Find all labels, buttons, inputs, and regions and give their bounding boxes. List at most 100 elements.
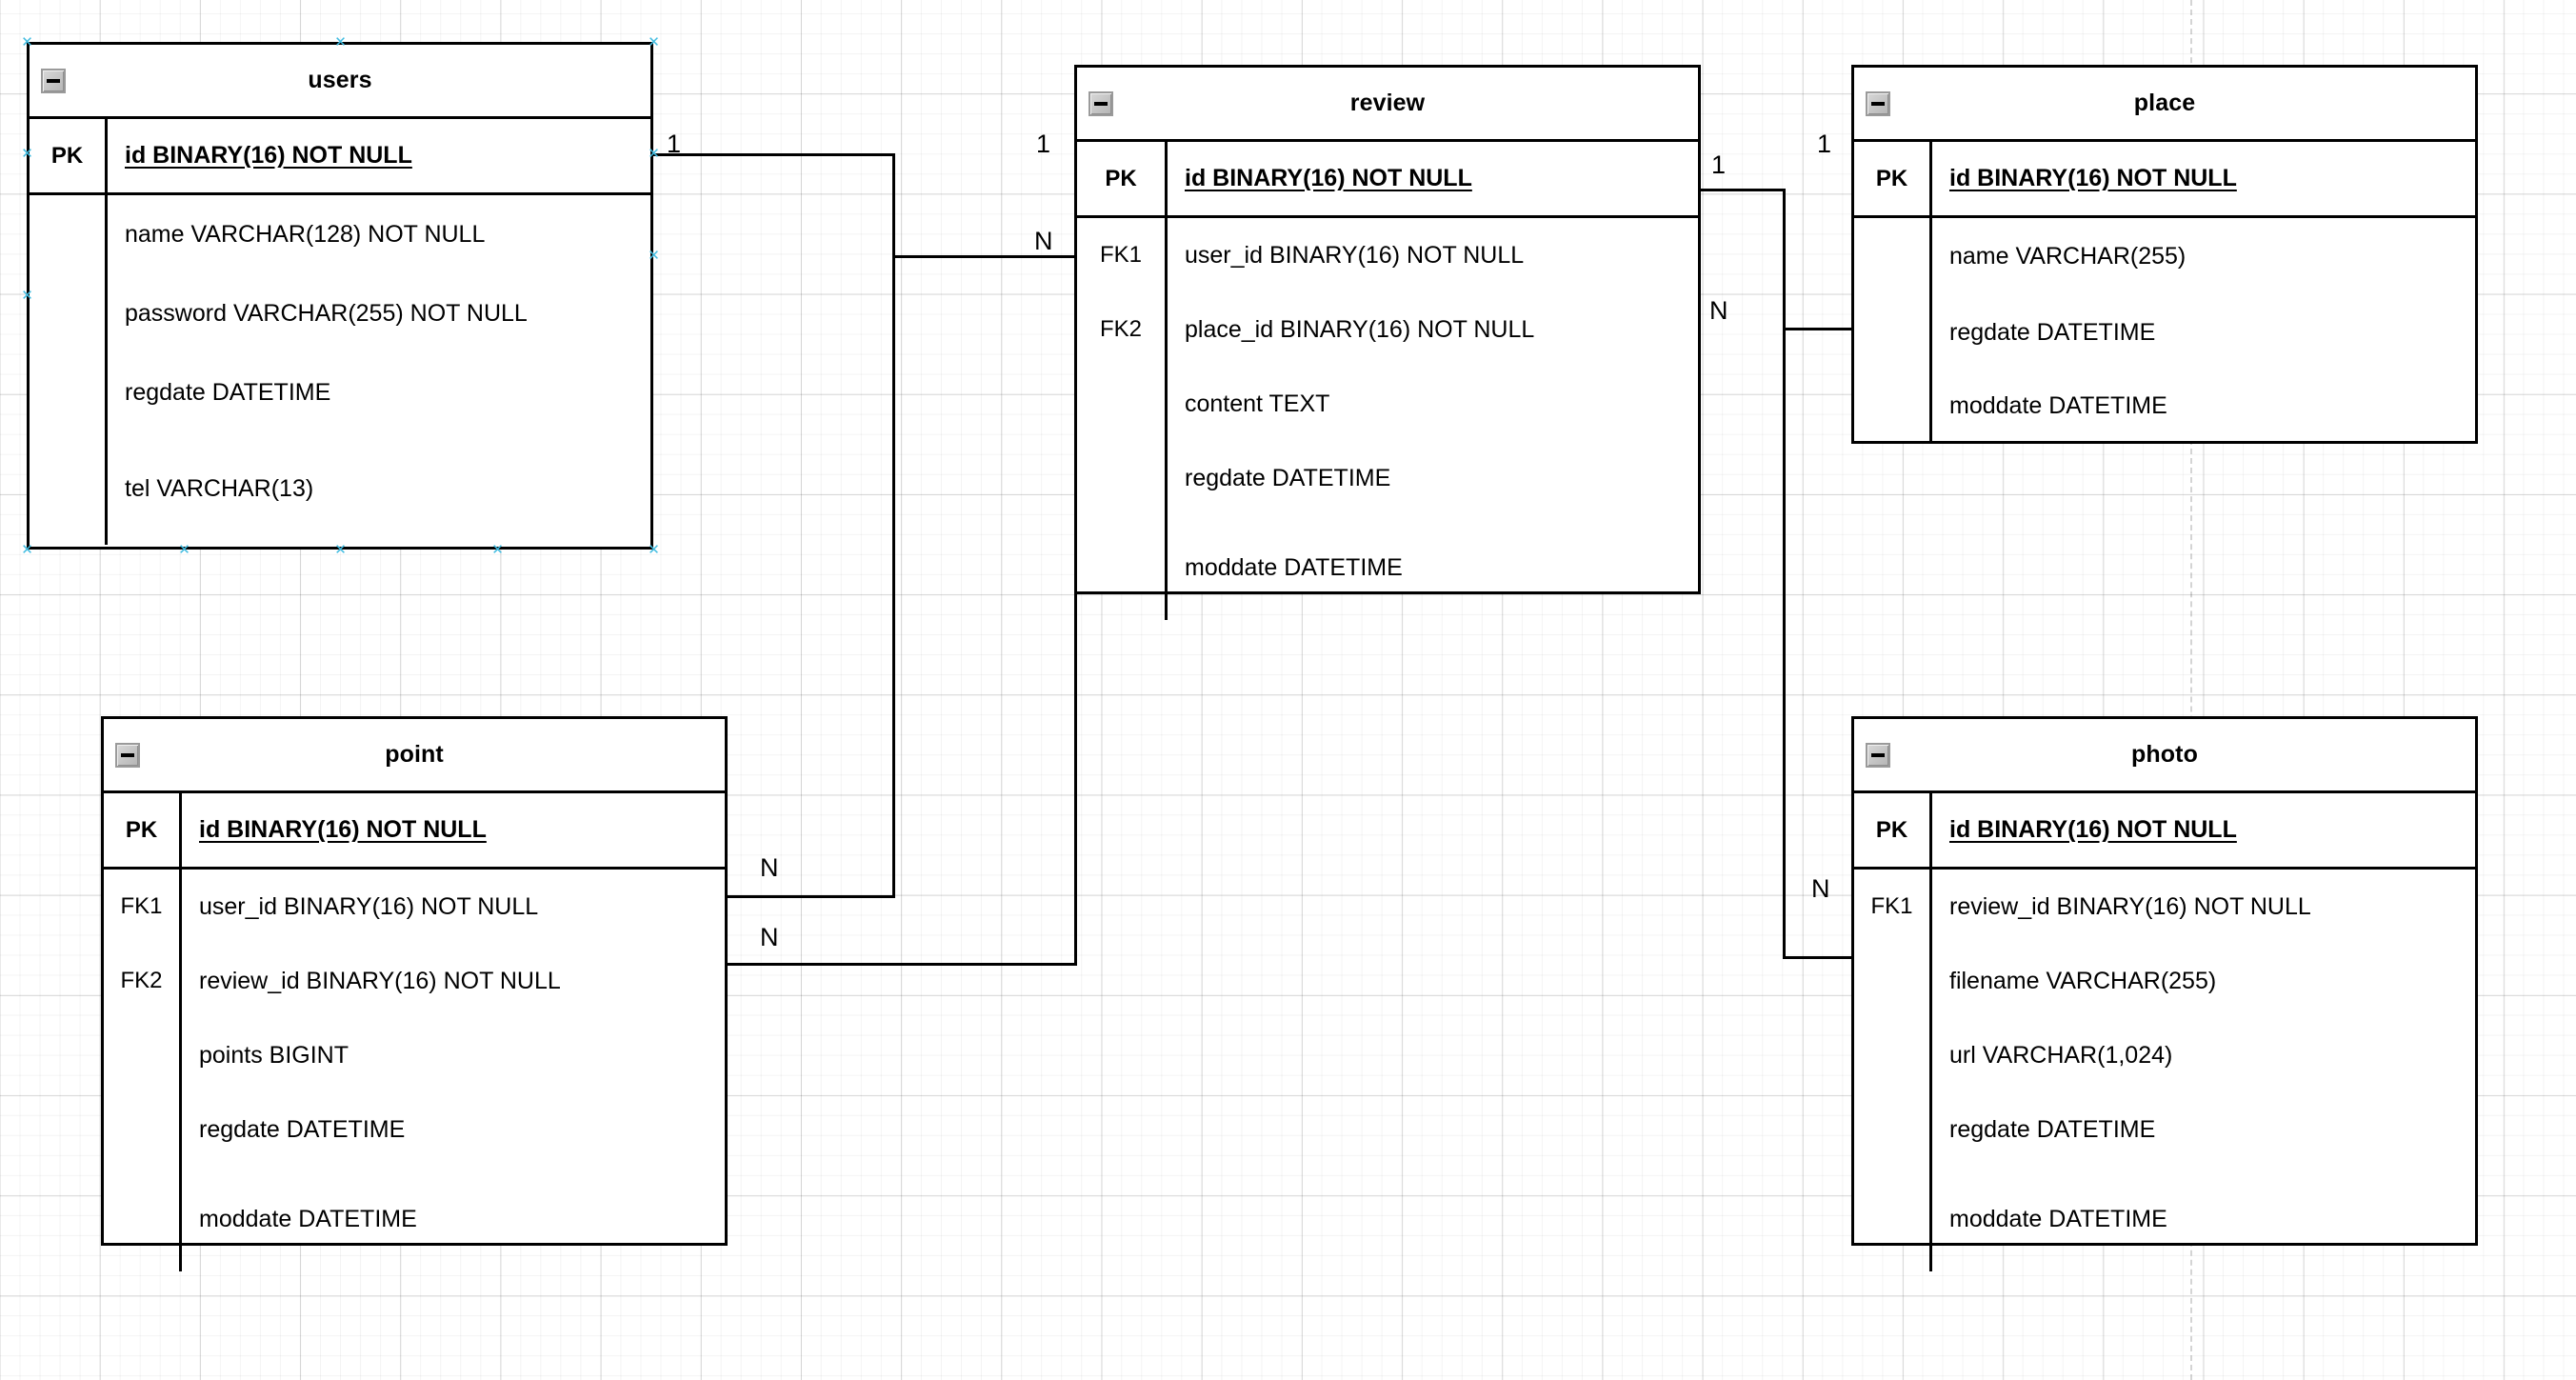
row-key: FK1 (1077, 218, 1168, 292)
selection-handle[interactable] (21, 36, 33, 49)
row-attribute: points BIGINT (199, 1041, 349, 1069)
entity-users-header: users (30, 45, 650, 119)
selection-handle[interactable] (178, 544, 190, 556)
collapse-minus-icon[interactable] (115, 742, 140, 768)
row-attribute: id BINARY(16) NOT NULL (1949, 816, 2237, 843)
entity-photo[interactable]: photo PK id BINARY(16) NOT NULL FK1 revi… (1851, 716, 2478, 1271)
table-row[interactable]: regdate DATETIME (30, 353, 650, 432)
entity-review[interactable]: review PK id BINARY(16) NOT NULL FK1 use… (1074, 65, 1701, 620)
selection-handle[interactable] (334, 36, 347, 49)
selection-handle[interactable] (491, 544, 504, 556)
entity-place[interactable]: place PK id BINARY(16) NOT NULL name VAR… (1851, 65, 2478, 444)
row-key (30, 274, 108, 353)
selection-handle[interactable] (648, 148, 660, 160)
connector-users-review-seg1 (653, 153, 895, 156)
row-key (104, 1018, 182, 1092)
collapse-minus-icon[interactable] (1866, 90, 1890, 116)
entity-users-body: PK id BINARY(16) NOT NULL name VARCHAR(1… (30, 119, 650, 545)
row-attribute: name VARCHAR(128) NOT NULL (125, 221, 486, 248)
table-row[interactable]: PK id BINARY(16) NOT NULL (104, 793, 725, 870)
table-row[interactable]: FK2 place_id BINARY(16) NOT NULL (1077, 292, 1698, 367)
table-row[interactable]: regdate DATETIME (104, 1092, 725, 1167)
connector-review-place-seg1 (1701, 189, 1786, 191)
row-key: PK (104, 793, 182, 867)
entity-place-title: place (2133, 90, 2196, 116)
connector-review-point-seg2 (728, 963, 1077, 966)
connector-users-point-seg1 (892, 255, 895, 898)
selection-handle[interactable] (648, 250, 660, 262)
row-attribute: regdate DATETIME (125, 379, 331, 406)
cardinality-label: N (1811, 874, 1830, 903)
table-row[interactable]: name VARCHAR(128) NOT NULL (30, 195, 650, 274)
table-row[interactable]: FK1 user_id BINARY(16) NOT NULL (1077, 218, 1698, 292)
table-row[interactable]: regdate DATETIME (1077, 441, 1698, 515)
table-row[interactable]: FK2 review_id BINARY(16) NOT NULL (104, 944, 725, 1018)
row-attribute: review_id BINARY(16) NOT NULL (1949, 892, 2311, 920)
row-key: PK (1854, 793, 1932, 867)
table-row[interactable]: filename VARCHAR(255) (1854, 944, 2475, 1018)
connector-review-place-seg2 (1783, 189, 1786, 330)
row-attribute: moddate DATETIME (1949, 1205, 2167, 1232)
table-row[interactable]: FK1 review_id BINARY(16) NOT NULL (1854, 870, 2475, 944)
selection-handle[interactable] (21, 148, 33, 160)
entity-point-title: point (385, 741, 444, 768)
selection-handle[interactable] (334, 544, 347, 556)
row-key (1854, 1167, 1932, 1271)
table-row[interactable]: tel VARCHAR(13) (30, 432, 650, 545)
row-attribute: user_id BINARY(16) NOT NULL (199, 892, 539, 920)
table-row[interactable]: PK id BINARY(16) NOT NULL (30, 119, 650, 195)
entity-photo-header: photo (1854, 719, 2475, 793)
table-row[interactable]: regdate DATETIME (1854, 1092, 2475, 1167)
collapse-minus-icon[interactable] (1866, 742, 1890, 768)
selection-handle[interactable] (648, 36, 660, 49)
table-row[interactable]: PK id BINARY(16) NOT NULL (1077, 142, 1698, 218)
row-key: FK2 (1077, 292, 1168, 367)
row-key: PK (1854, 142, 1932, 215)
selection-handle[interactable] (21, 290, 33, 302)
page-break-guide (2190, 0, 2192, 1380)
table-row[interactable]: FK1 user_id BINARY(16) NOT NULL (104, 870, 725, 944)
row-key (1077, 515, 1168, 620)
entity-users-title: users (308, 67, 372, 93)
table-row[interactable]: PK id BINARY(16) NOT NULL (1854, 142, 2475, 218)
row-attribute: filename VARCHAR(255) (1949, 967, 2217, 994)
selection-handle[interactable] (648, 544, 660, 556)
table-row[interactable]: name VARCHAR(255) (1854, 218, 2475, 294)
row-key: FK1 (1854, 870, 1932, 944)
row-attribute: moddate DATETIME (199, 1205, 417, 1232)
entity-place-header: place (1854, 68, 2475, 142)
row-attribute: name VARCHAR(255) (1949, 242, 2187, 270)
cardinality-label: 1 (1711, 150, 1727, 179)
table-row[interactable]: PK id BINARY(16) NOT NULL (1854, 793, 2475, 870)
entity-users[interactable]: users PK id BINARY(16) NOT NULL name VAR… (27, 42, 653, 550)
table-row[interactable]: regdate DATETIME (1854, 294, 2475, 370)
row-attribute: id BINARY(16) NOT NULL (199, 816, 487, 843)
selection-handle[interactable] (21, 544, 33, 556)
row-attribute: tel VARCHAR(13) (125, 474, 314, 502)
row-attribute: user_id BINARY(16) NOT NULL (1185, 241, 1525, 269)
collapse-minus-icon[interactable] (41, 68, 66, 93)
row-key (1854, 1018, 1932, 1092)
row-attribute: url VARCHAR(1,024) (1949, 1041, 2173, 1069)
entity-point-header: point (104, 719, 725, 793)
table-row[interactable]: points BIGINT (104, 1018, 725, 1092)
table-row[interactable]: url VARCHAR(1,024) (1854, 1018, 2475, 1092)
table-row[interactable]: moddate DATETIME (1854, 1167, 2475, 1271)
row-key (1854, 944, 1932, 1018)
table-row[interactable]: moddate DATETIME (1077, 515, 1698, 620)
row-key: PK (30, 119, 108, 192)
table-row[interactable]: password VARCHAR(255) NOT NULL (30, 274, 650, 353)
connector-review-photo-seg2 (1783, 956, 1859, 959)
entity-photo-title: photo (2131, 741, 2198, 768)
collapse-minus-icon[interactable] (1088, 90, 1113, 116)
table-row[interactable]: moddate DATETIME (104, 1167, 725, 1271)
row-key: PK (1077, 142, 1168, 215)
entity-point[interactable]: point PK id BINARY(16) NOT NULL FK1 user… (101, 716, 728, 1271)
connector-users-point-seg2 (728, 895, 895, 898)
cardinality-label: 1 (1036, 130, 1051, 158)
table-row[interactable]: content TEXT (1077, 367, 1698, 441)
row-key: FK2 (104, 944, 182, 1018)
table-row[interactable]: moddate DATETIME (1854, 370, 2475, 442)
row-attribute: regdate DATETIME (1185, 464, 1391, 491)
